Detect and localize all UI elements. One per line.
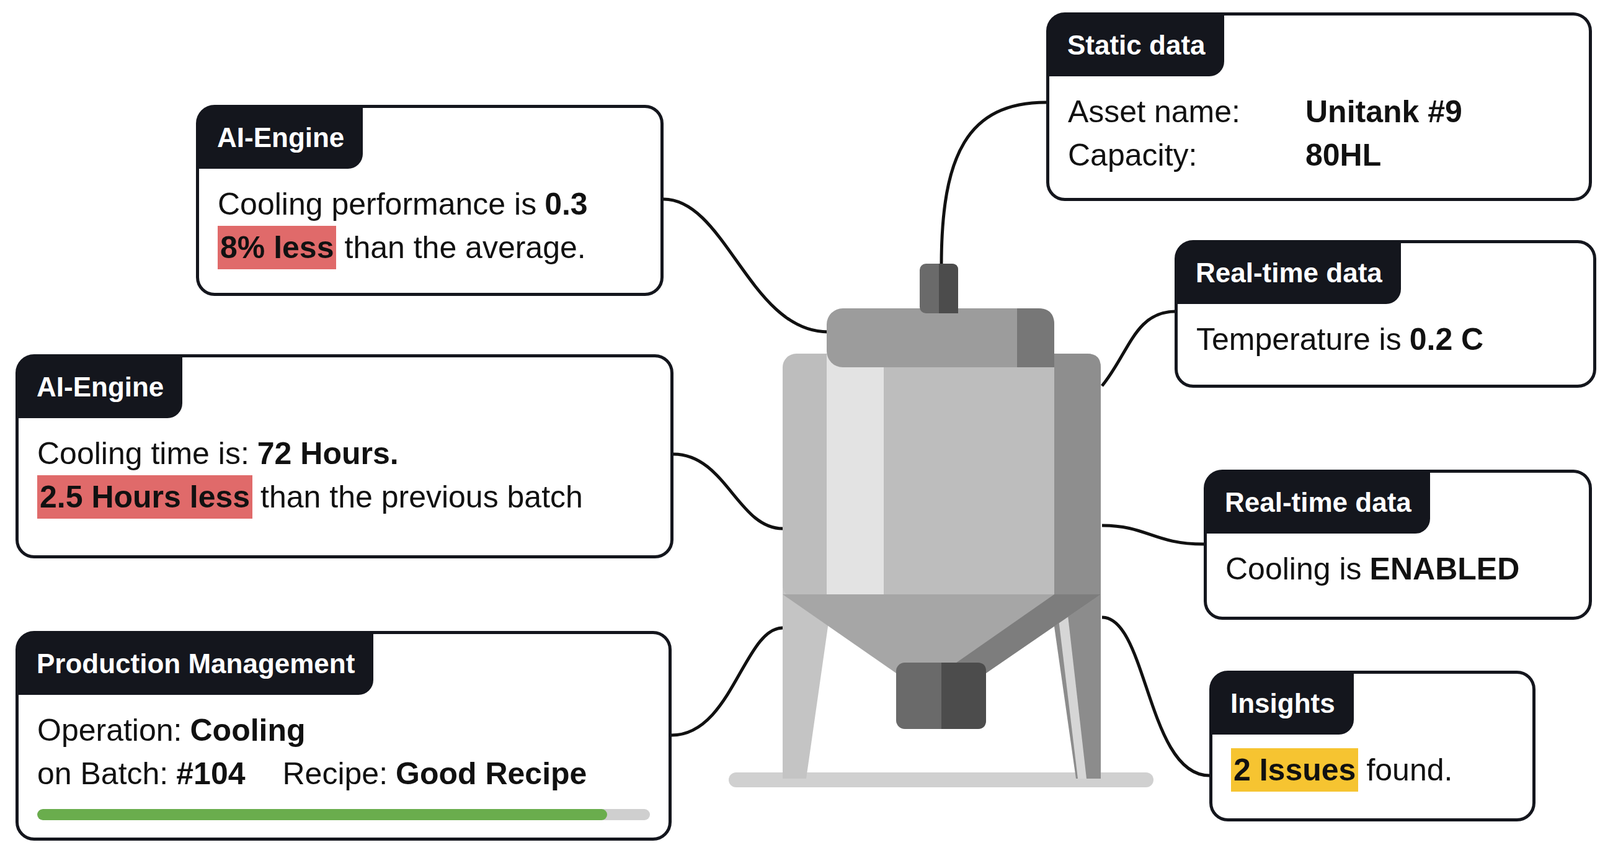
tank-dome-shade: [1017, 308, 1055, 368]
text-row: Asset name:Unitank #9: [1067, 89, 1571, 134]
tank-cap-shade: [938, 263, 959, 314]
callout-box: Real-time dataCooling isENABLED: [1203, 469, 1592, 620]
tank-dome: [826, 308, 1055, 368]
leader-line: [941, 102, 1047, 266]
callout-body: Cooling time is:72 Hours.2.5 Hours lesst…: [18, 417, 671, 536]
callout-box: AI-EngineCooling time is:72 Hours.2.5 Ho…: [15, 354, 674, 559]
tank-outlet-shade: [941, 662, 987, 729]
tank-body: [782, 353, 1101, 599]
leader-line: [673, 453, 783, 529]
value-text: 72 Hours.: [257, 431, 399, 476]
tank-cone: [782, 594, 1101, 673]
label-text: Cooling is: [1225, 546, 1362, 591]
text-row: 2.5 Hours lessthan the previous batch: [37, 475, 652, 519]
highlight-value: 2 Issues: [1231, 747, 1359, 792]
tank-cap: [919, 263, 959, 314]
text-row: Cooling performance is0.3: [217, 182, 642, 226]
callout-body: 2 Issuesfound.: [1212, 734, 1533, 809]
callout-body: Cooling isENABLED: [1206, 533, 1589, 608]
value-text: Unitank #9: [1305, 89, 1463, 134]
leader-line: [1102, 617, 1210, 776]
callout-body: Asset name:Unitank #9Capacity:80HL: [1049, 76, 1589, 195]
callout-body: Operation:Coolingon Batch:#104Recipe:Goo…: [18, 694, 669, 838]
leader-line: [663, 199, 828, 332]
callout-box: AI-EngineCooling performance is0.38% les…: [195, 104, 664, 296]
callout-header: AI-Engine: [17, 356, 183, 418]
label-text: Cooling performance is: [217, 182, 537, 226]
callout-header: Static data: [1048, 14, 1225, 77]
callout-header: Real-time data: [1177, 242, 1401, 304]
text-row: Operation:Cooling: [37, 708, 650, 752]
value-text: 80HL: [1305, 133, 1382, 177]
text-row: 2 Issuesfound.: [1231, 747, 1514, 792]
value-text: Good Recipe: [395, 751, 587, 796]
text-row: Cooling time is:72 Hours.: [37, 431, 652, 476]
callout-header: Insights: [1211, 672, 1354, 735]
value-text: Cooling: [189, 708, 306, 752]
highlight-value: 8% less: [217, 225, 337, 270]
progress-bar: [37, 808, 650, 820]
text-row: Temperature is0.2 C: [1196, 317, 1575, 361]
callout-header: Production Management: [17, 633, 374, 695]
leader-lines: [663, 102, 1210, 776]
value-text: ENABLED: [1369, 546, 1520, 591]
callout-body: Temperature is0.2 C: [1177, 303, 1594, 379]
text-row: 8% lessthan the average.: [217, 225, 642, 270]
label-text: Cooling time is:: [37, 431, 250, 476]
value-text: 0.3: [544, 182, 588, 226]
leader-line: [1102, 311, 1176, 386]
callout-header: AI-Engine: [198, 107, 363, 169]
highlight-value: 2.5 Hours less: [37, 475, 253, 519]
tank-shade: [1054, 353, 1101, 596]
callout-box: Production ManagementOperation:Coolingon…: [15, 630, 672, 841]
text-row: Capacity:80HL: [1067, 133, 1571, 177]
label-text: Recipe:: [282, 751, 389, 796]
leader-line: [671, 627, 783, 735]
callout-box: Static dataAsset name:Unitank #9Capacity…: [1046, 12, 1592, 201]
text-row: on Batch:#104 Recipe:Good Recipe: [37, 751, 650, 796]
callout-body: Cooling performance is0.38% lessthan the…: [199, 168, 661, 287]
value-text: #104: [176, 751, 245, 796]
tank-outlet: [896, 662, 987, 729]
tank-cone-shade: [941, 594, 1101, 673]
leader-line: [1102, 525, 1204, 544]
label-text: Operation:: [37, 708, 182, 752]
callout-header: Real-time data: [1206, 471, 1431, 534]
label-text: Asset name:: [1067, 89, 1298, 134]
callout-box: Real-time dataTemperature is0.2 C: [1174, 240, 1597, 388]
label-text: on Batch:: [37, 751, 169, 796]
value-text: 0.2 C: [1409, 317, 1485, 361]
label-text: Capacity:: [1067, 133, 1298, 177]
label-text: found.: [1366, 747, 1453, 792]
label-text: than the average.: [344, 225, 586, 270]
label-text: than the previous batch: [260, 475, 583, 519]
text-row: Cooling isENABLED: [1225, 546, 1571, 591]
progress-fill: [37, 808, 608, 820]
tank-highlight: [826, 353, 884, 596]
label-text: Temperature is: [1196, 317, 1402, 361]
callout-box: Insights 2 Issuesfound.: [1209, 670, 1536, 822]
